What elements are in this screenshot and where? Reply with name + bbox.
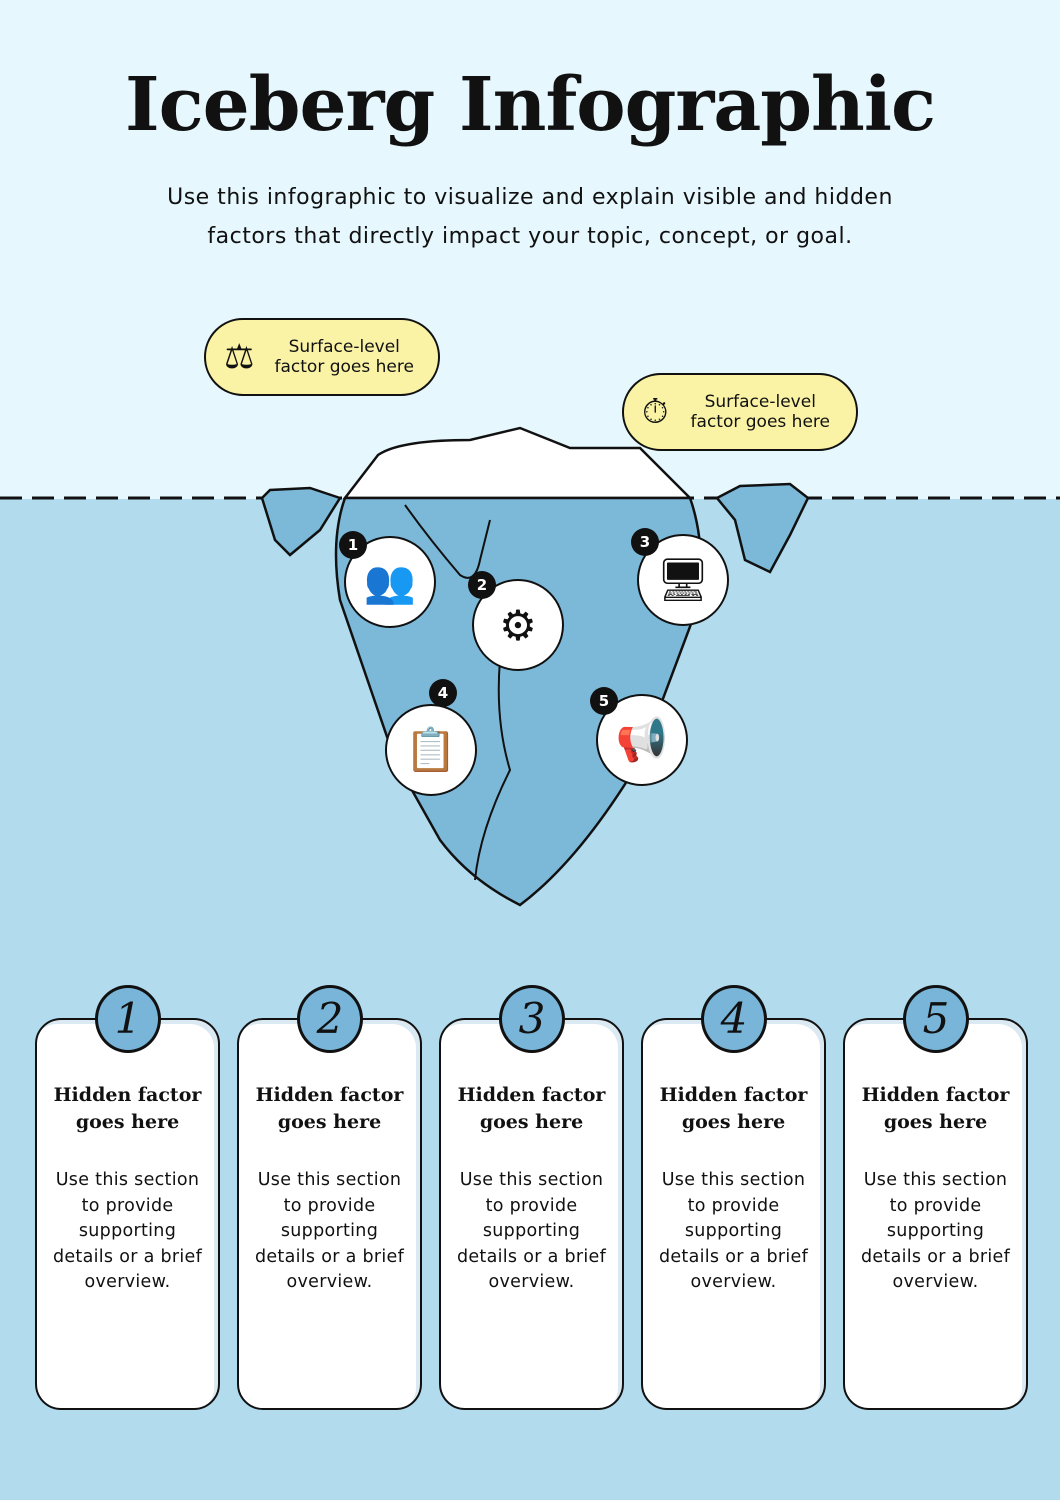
card-description: Use this section to provide supporting d… bbox=[254, 1170, 405, 1292]
card-description: Use this section to provide supporting d… bbox=[658, 1170, 809, 1292]
card-description: Use this section to provide supporting d… bbox=[456, 1170, 607, 1292]
marker-badge: 2 bbox=[468, 571, 496, 599]
iceberg-tip bbox=[342, 426, 694, 500]
card-title: Hidden factor goes here bbox=[53, 1084, 202, 1133]
sky-background bbox=[0, 0, 1060, 499]
card-number: 4 bbox=[701, 985, 767, 1053]
card-number: 5 bbox=[903, 985, 969, 1053]
stopwatch-check-icon: ⏱ bbox=[642, 392, 669, 432]
card-number: 2 bbox=[297, 985, 363, 1053]
card-number: 3 bbox=[499, 985, 565, 1053]
surface-factor-bubble-1: ⚖ Surface-level factor goes here bbox=[204, 318, 440, 396]
card-title: Hidden factor goes here bbox=[255, 1084, 404, 1133]
card-title: Hidden factor goes here bbox=[659, 1084, 808, 1133]
surface-factor-label: Surface-level factor goes here bbox=[690, 392, 830, 432]
small-iceberg-left bbox=[260, 486, 342, 557]
card-description: Use this section to provide supporting d… bbox=[860, 1170, 1011, 1292]
marker-badge: 4 bbox=[429, 679, 457, 707]
checklist-target-icon: 📋 bbox=[385, 704, 477, 796]
card-number: 1 bbox=[95, 985, 161, 1053]
subtitle: Use this infographic to visualize and ex… bbox=[167, 185, 893, 249]
card-title: Hidden factor goes here bbox=[457, 1084, 606, 1133]
card-description: Use this section to provide supporting d… bbox=[52, 1170, 203, 1292]
marker-badge: 3 bbox=[631, 528, 659, 556]
marker-badge: 5 bbox=[590, 687, 618, 715]
small-iceberg-right bbox=[715, 482, 810, 574]
iceberg-crack bbox=[404, 504, 491, 579]
surface-factor-bubble-2: ⏱ Surface-level factor goes here bbox=[622, 373, 858, 451]
scales-dollar-icon: ⚖ bbox=[224, 337, 255, 377]
page-title: Iceberg Infographic bbox=[124, 62, 936, 148]
marker-badge: 1 bbox=[339, 531, 367, 559]
surface-factor-label: Surface-level factor goes here bbox=[274, 337, 414, 377]
card-title: Hidden factor goes here bbox=[861, 1084, 1010, 1133]
iceberg-illustration bbox=[0, 426, 1060, 907]
iceberg-crack bbox=[474, 659, 512, 881]
